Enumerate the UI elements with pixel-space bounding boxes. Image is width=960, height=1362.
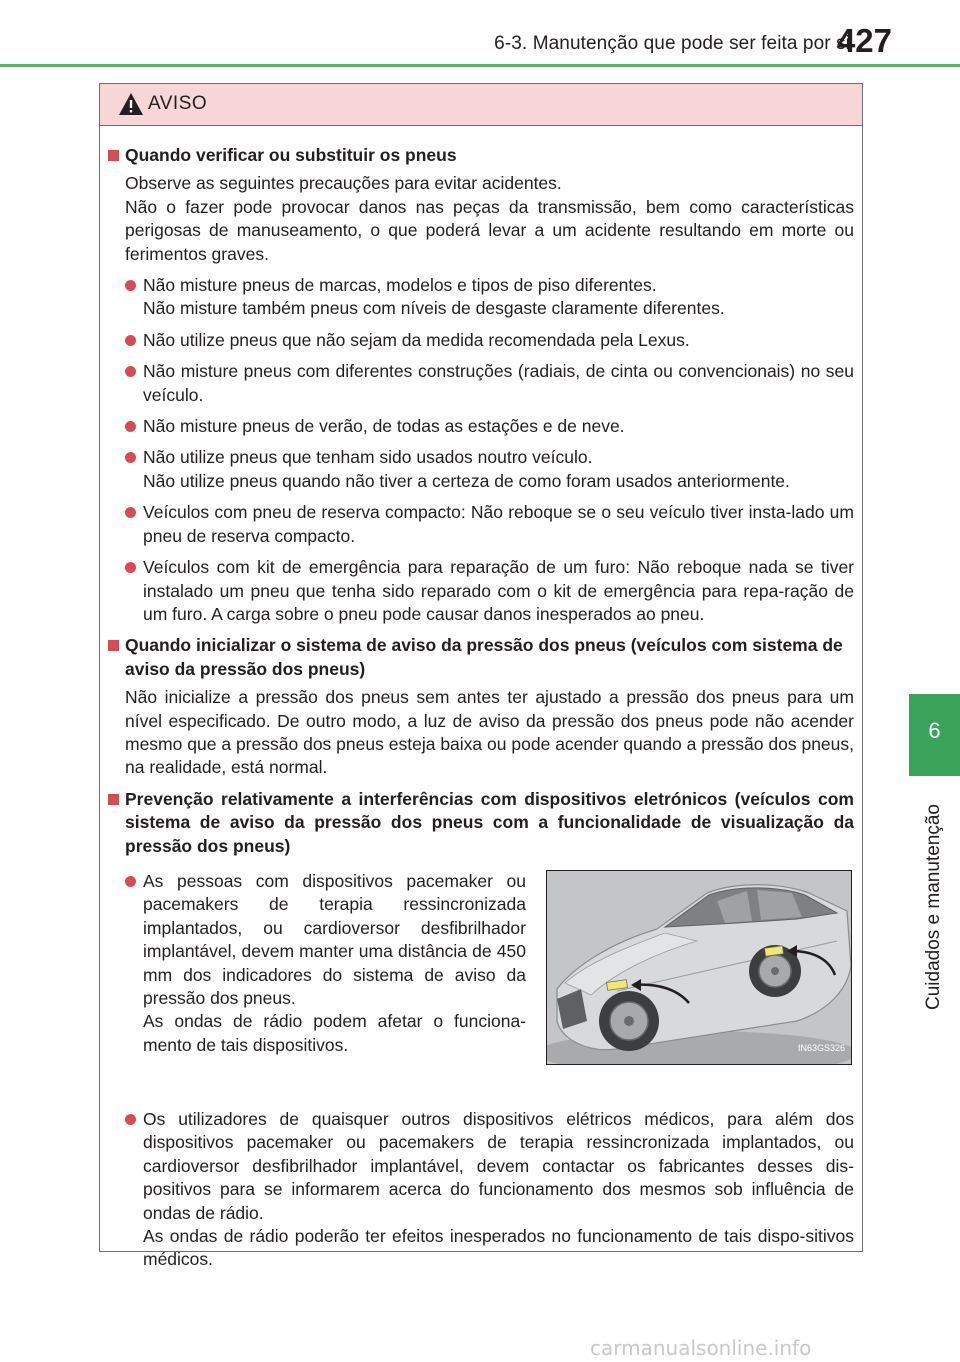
list-item: Não misture pneus com diferentes constru… <box>108 360 854 407</box>
warning-header: AVISO <box>100 84 862 126</box>
figure-row: As pessoas com dispositivos pacemaker ou… <box>108 869 854 1102</box>
list-item: Os utilizadores de quaisquer outros disp… <box>108 1108 854 1272</box>
round-bullet-icon <box>125 452 136 464</box>
watermark: carmanualsonline.info <box>590 1336 812 1360</box>
round-bullet-icon <box>125 875 136 887</box>
list-item: Veículos com pneu de reserva compacto: N… <box>108 501 854 548</box>
section-heading: Quando inicializar o sistema de aviso da… <box>108 634 854 681</box>
round-bullet-icon <box>125 1113 136 1125</box>
round-bullet-icon <box>125 334 136 346</box>
chapter-title: 6-3. Manutenção que pode ser feita por s… <box>494 33 850 54</box>
page-number: 427 <box>836 22 892 59</box>
round-bullet-icon <box>125 421 136 433</box>
header-rule <box>0 64 960 67</box>
page-header: 6-3. Manutenção que pode ser feita por s… <box>0 0 960 67</box>
figure-code: IN63GS326 <box>797 1042 845 1053</box>
warning-box: AVISO Quando verificar ou substituir os … <box>99 83 863 1269</box>
list-item: Veículos com kit de emergência para repa… <box>108 556 854 626</box>
round-bullet-icon <box>125 280 136 292</box>
chapter-tab[interactable]: 6 <box>909 694 960 776</box>
round-bullet-icon <box>125 507 136 519</box>
car-sensor-diagram <box>547 870 851 1064</box>
warning-triangle-icon <box>119 93 143 115</box>
chapter-tab-number: 6 <box>928 718 941 743</box>
list-item: Não misture pneus de verão, de todas as … <box>108 415 854 438</box>
warning-title: AVISO <box>148 93 208 114</box>
list-item: As pessoas com dispositivos pacemaker ou… <box>108 870 526 1057</box>
car-illustration: IN63GS326 <box>546 869 852 1065</box>
section-paragraph: Observe as seguintes precauções para evi… <box>125 173 854 264</box>
square-bullet-icon <box>108 640 119 652</box>
square-bullet-icon <box>108 150 119 161</box>
section-paragraph: Não inicialize a pressão dos pneus sem a… <box>125 687 854 778</box>
list-item: Não misture pneus de marcas, modelos e t… <box>108 274 854 321</box>
round-bullet-icon <box>125 562 136 574</box>
list-item: Não utilize pneus que tenham sido usados… <box>108 446 854 493</box>
section-heading: Prevenção relativamente a interferências… <box>108 788 854 858</box>
list-item: Não utilize pneus que não sejam da medid… <box>108 329 854 352</box>
square-bullet-icon <box>108 793 119 805</box>
section-heading: Quando verificar ou substituir os pneus <box>108 144 854 167</box>
warning-content: Quando verificar ou substituir os pneus … <box>108 144 854 1280</box>
round-bullet-icon <box>125 366 136 378</box>
